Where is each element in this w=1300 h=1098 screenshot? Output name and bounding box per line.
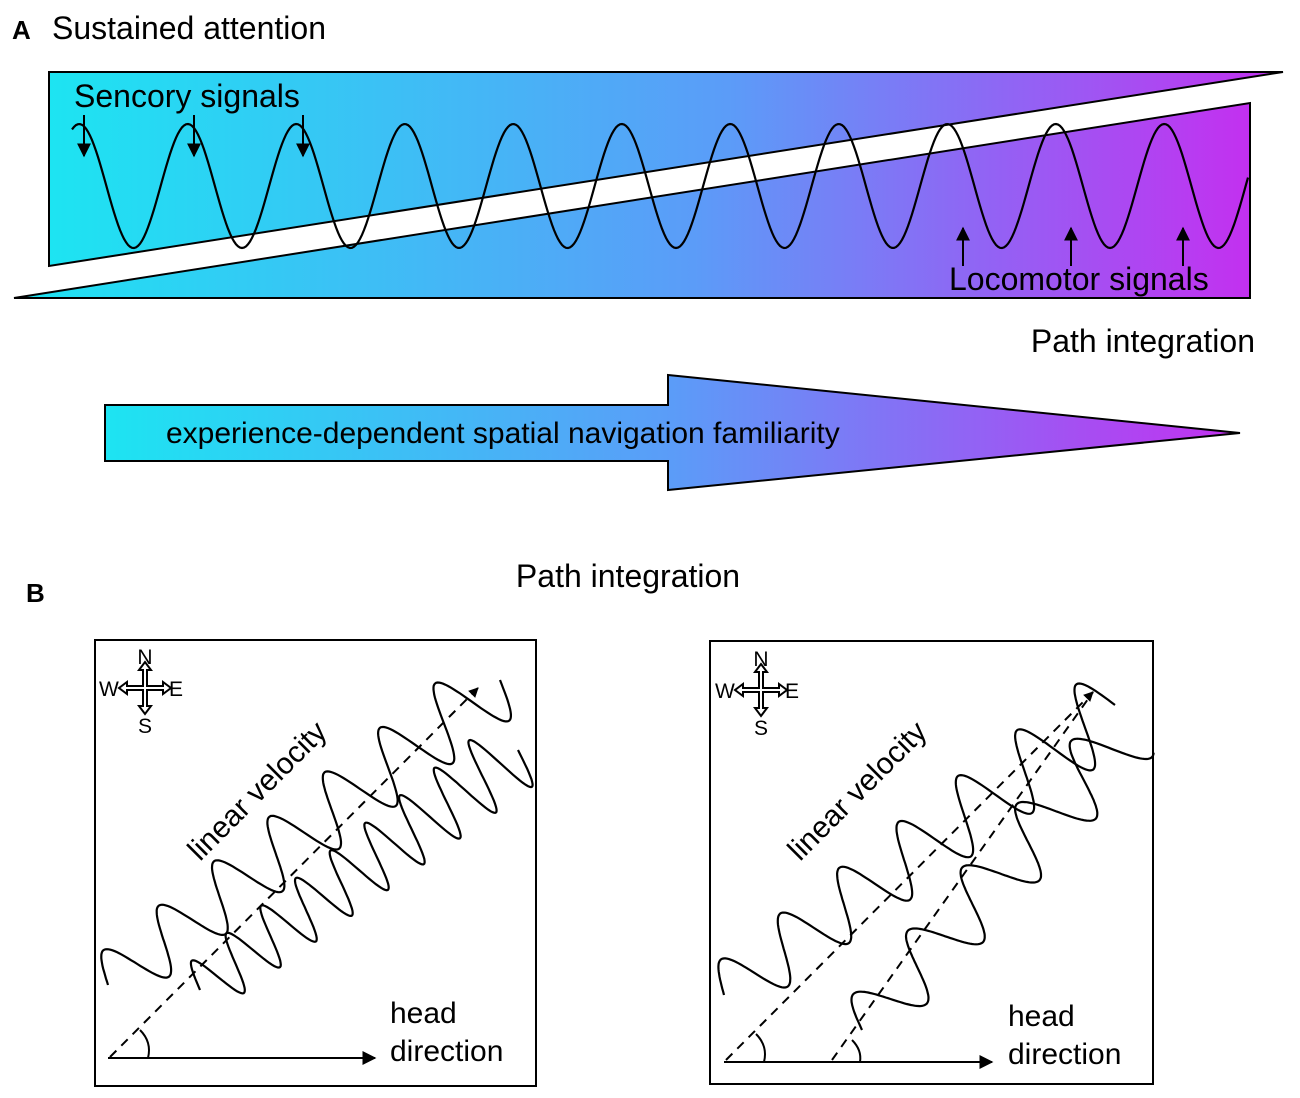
box-left-frame: [94, 639, 537, 1087]
angle-arc-left: [139, 1029, 150, 1059]
compass-right: N S W E: [715, 648, 799, 740]
compass-e: E: [169, 678, 183, 701]
compass-rose-icon: [733, 662, 789, 718]
panel-b-letter: B: [26, 578, 45, 608]
locomotor-wave-left: [189, 738, 534, 995]
panel-a-letter: A: [12, 15, 31, 45]
compass-s: S: [138, 715, 152, 738]
familiarity-arrow-label: experience-dependent spatial navigation …: [166, 417, 840, 450]
compass-w: W: [715, 680, 735, 703]
locomotor-wedge: [13, 101, 1251, 299]
compass-n: N: [137, 646, 152, 669]
direction-label-right: direction: [1008, 1038, 1121, 1071]
compass-s: S: [754, 717, 768, 740]
velocity-wave-right: [717, 682, 1116, 996]
panel-a-title: Sustained attention: [52, 10, 326, 46]
locomotor-signals-label: Locomotor signals: [949, 261, 1209, 297]
panel-b: B Path integration N S W E linear veloci…: [26, 558, 1155, 1087]
compass-n: N: [753, 648, 768, 671]
compass-w: W: [99, 678, 119, 701]
angle-arc-right-2: [851, 1039, 862, 1063]
locomotor-wave-right: [850, 737, 1155, 1031]
sensory-signals-label: Sencory signals: [74, 78, 300, 114]
compass-rose-icon: [117, 660, 173, 716]
angle-arc-right: [755, 1033, 766, 1063]
compass-e: E: [785, 680, 799, 703]
head-label-left: head: [390, 997, 457, 1030]
familiarity-arrow: [104, 373, 1241, 492]
sensory-wedge: [48, 71, 1284, 268]
compass-left: N S W E: [99, 646, 183, 738]
path-integration-box-right: N S W E linear velocity head direction: [709, 640, 1155, 1085]
box-right-frame: [709, 640, 1154, 1085]
locomotor-axis-right: [831, 691, 1094, 1061]
velocity-axis-left: [109, 687, 479, 1058]
panel-a: A Sustained attention Sencory signals Lo…: [12, 10, 1284, 492]
path-integration-box-left: N S W E linear velocity head direction: [94, 639, 537, 1087]
velocity-wave-left: [100, 679, 512, 986]
path-integration-label-a: Path integration: [1031, 323, 1255, 359]
direction-label-left: direction: [390, 1035, 503, 1068]
oscillation-wave: [71, 122, 1250, 250]
panel-b-title: Path integration: [516, 558, 740, 594]
head-label-right: head: [1008, 1000, 1075, 1033]
